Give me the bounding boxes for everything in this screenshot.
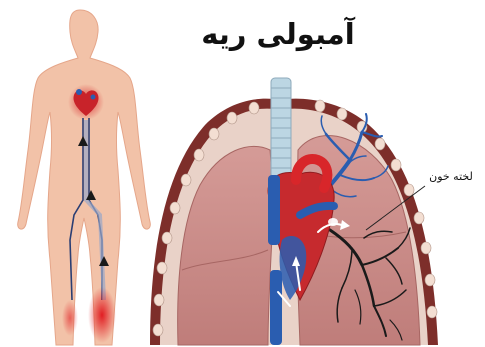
blood-clot [328,218,338,226]
diagram-title: آمبولی ریه [186,16,370,52]
heart-vessel-blue-2 [91,95,96,100]
human-body-figure [18,10,151,345]
blood-clot-label: لخته خون [419,170,483,184]
leg-clot-glow-left [62,300,78,336]
trachea [271,78,291,178]
leg-clot-glow [88,287,116,343]
heart-vessel-blue [76,89,82,95]
lungs-illustration [150,78,438,345]
